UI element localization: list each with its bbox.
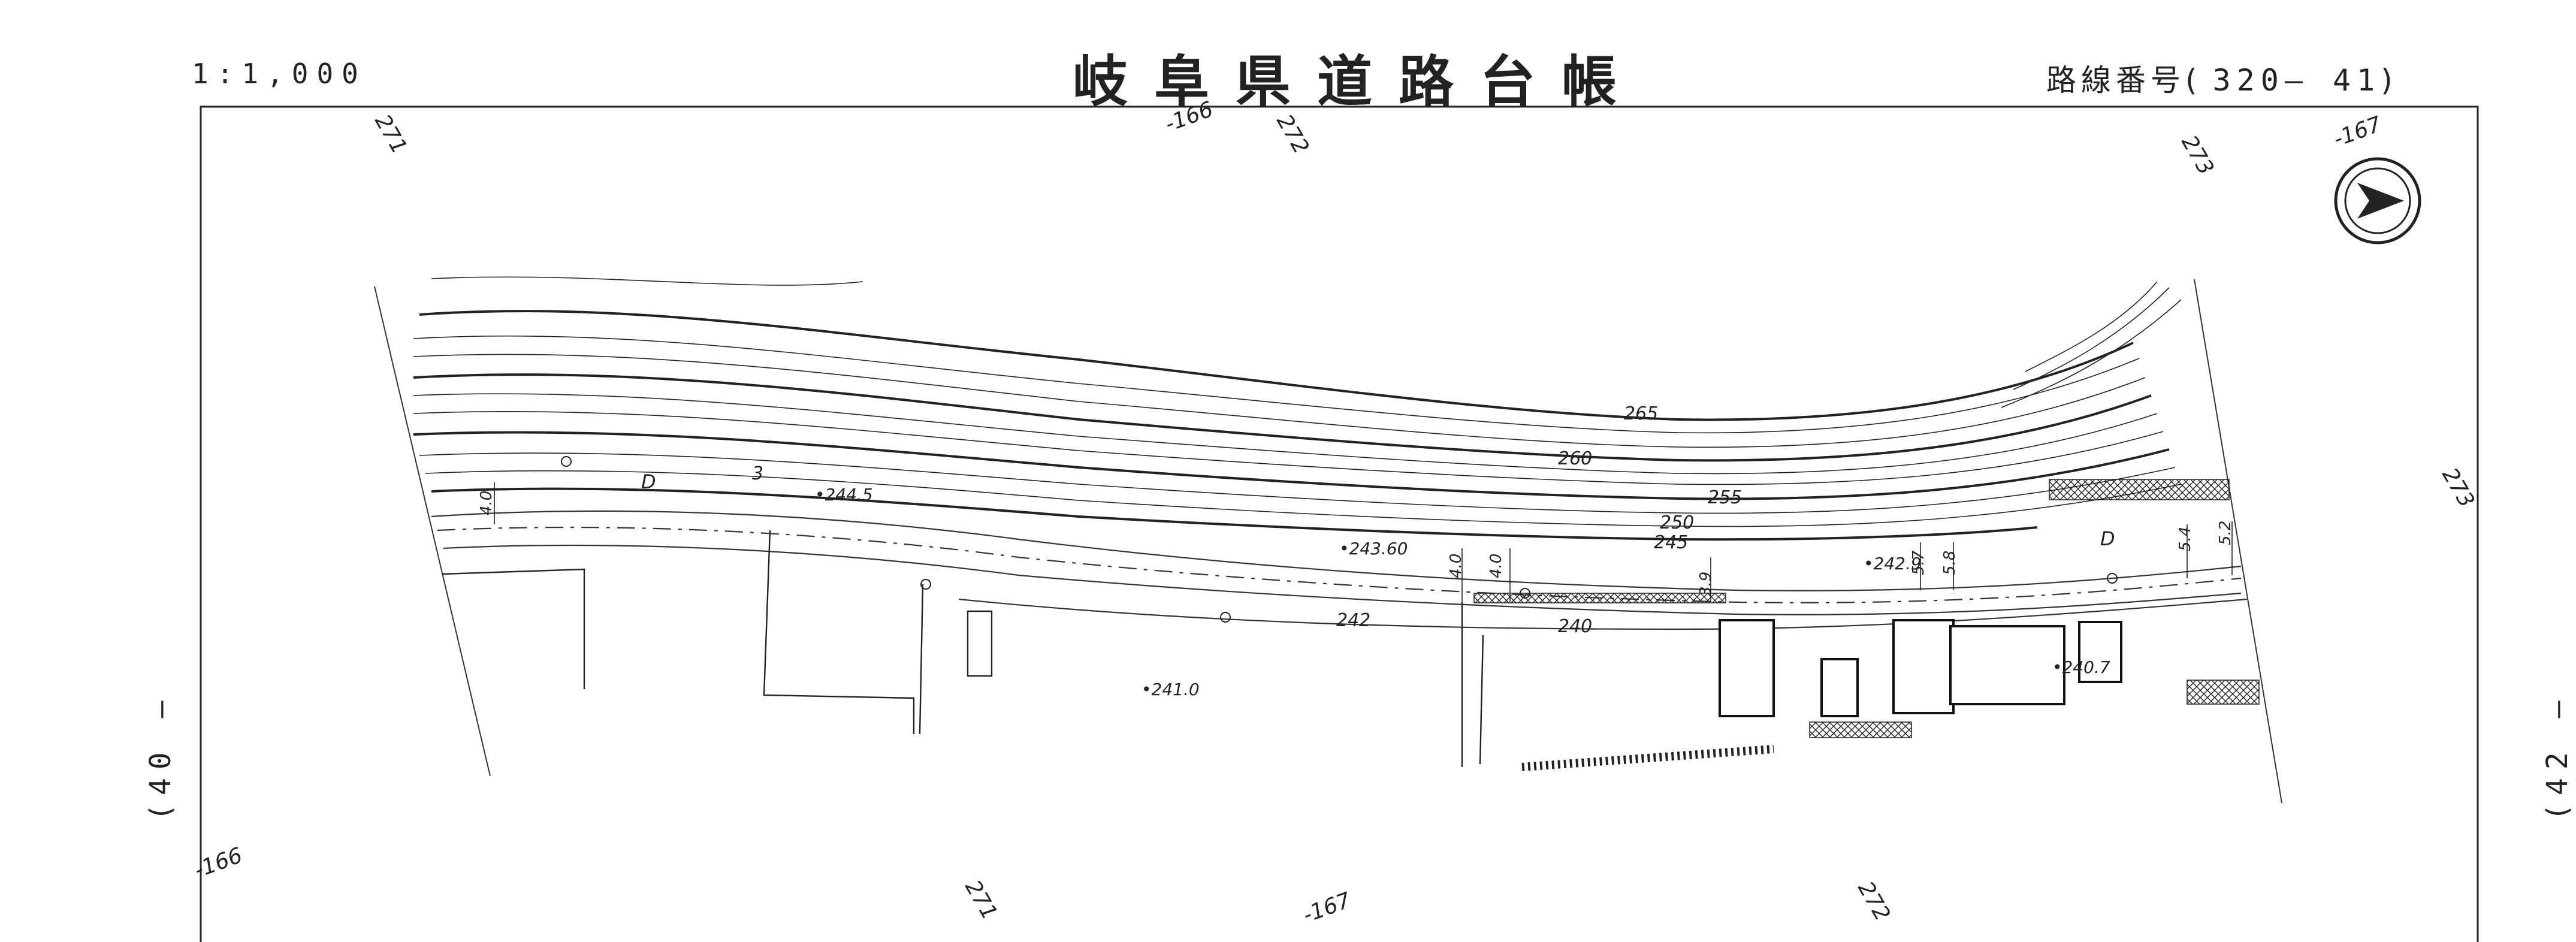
contour-label: 250 — [1660, 512, 1694, 533]
road-alignment — [431, 510, 2248, 630]
grid-mark-top: 271 — [370, 110, 412, 158]
contour-label: 255 — [1708, 487, 1742, 508]
contour-lines — [413, 276, 2182, 541]
contour-label: 242 — [1336, 610, 1370, 631]
misc-mark: 3 — [752, 463, 763, 484]
width-measure-lines — [494, 482, 2233, 602]
route-number-box: 路線番号( 320— 41) — [2046, 56, 2393, 99]
grid-mark-bottom: 272 — [1853, 877, 1895, 925]
guard-fence — [2049, 479, 2230, 500]
map-frame — [200, 105, 2479, 942]
north-arrow-icon — [2334, 157, 2421, 244]
road-width-label: 4.0 — [478, 491, 496, 515]
grid-mark-bottom: -166 — [191, 843, 246, 883]
contour-label: 265 — [1624, 403, 1658, 424]
spot-height: •244.5 — [815, 485, 873, 505]
road-width-label: 4.0 — [1447, 554, 1465, 578]
buildings — [1719, 619, 2122, 717]
road-width-label: 5.8 — [1941, 551, 1959, 575]
map-title: 岐阜県道路台帳 — [1073, 50, 1644, 114]
map-area-boundary-right — [2194, 279, 2282, 804]
spot-height: •243.60 — [1339, 539, 1408, 558]
grid-mark-top: 273 — [2176, 131, 2218, 179]
grid-mark-bottom: -167 — [1300, 888, 1354, 928]
contour-label: 245 — [1654, 532, 1688, 553]
map-area-boundary-left — [374, 286, 491, 777]
grid-mark-top: 272 — [1272, 110, 1313, 158]
contour-label: 260 — [1558, 448, 1592, 469]
road-width-label: 3.9 — [1697, 572, 1715, 596]
map-scale: 1:1,000 — [192, 58, 367, 90]
spot-height: •240.7 — [2052, 657, 2110, 677]
road-code: D — [641, 470, 656, 493]
survey-symbols — [561, 456, 2118, 623]
route-number-close: ) — [2381, 63, 2393, 98]
embankment-hatch — [1809, 721, 1912, 738]
contour-label: 240 — [1558, 616, 1592, 637]
route-number-value: 320— 41 — [2212, 63, 2381, 98]
spot-height: •241.0 — [1141, 680, 1200, 699]
spot-height: •242.9 — [1864, 554, 1922, 573]
grid-mark-top: -167 — [2330, 112, 2385, 152]
route-number-label: 路線番号( — [2046, 63, 2202, 98]
road-code: D — [2100, 527, 2115, 550]
grid-mark-bottom: 271 — [960, 876, 1002, 924]
cut-slope-hatch — [1521, 745, 1774, 771]
retaining-wall — [1473, 593, 1726, 603]
grid-mark-right: 273 — [2437, 464, 2479, 512]
road-width-label: 5.2 — [2216, 521, 2234, 545]
land-parcels — [442, 530, 1484, 767]
grid-mark-top: -166 — [1162, 97, 1216, 137]
road-width-label: 5.7 — [1910, 550, 1928, 575]
embankment-hatch-right — [2187, 680, 2260, 705]
road-width-label: 5.4 — [2176, 527, 2194, 551]
road-width-label: 4.0 — [1487, 554, 1505, 578]
